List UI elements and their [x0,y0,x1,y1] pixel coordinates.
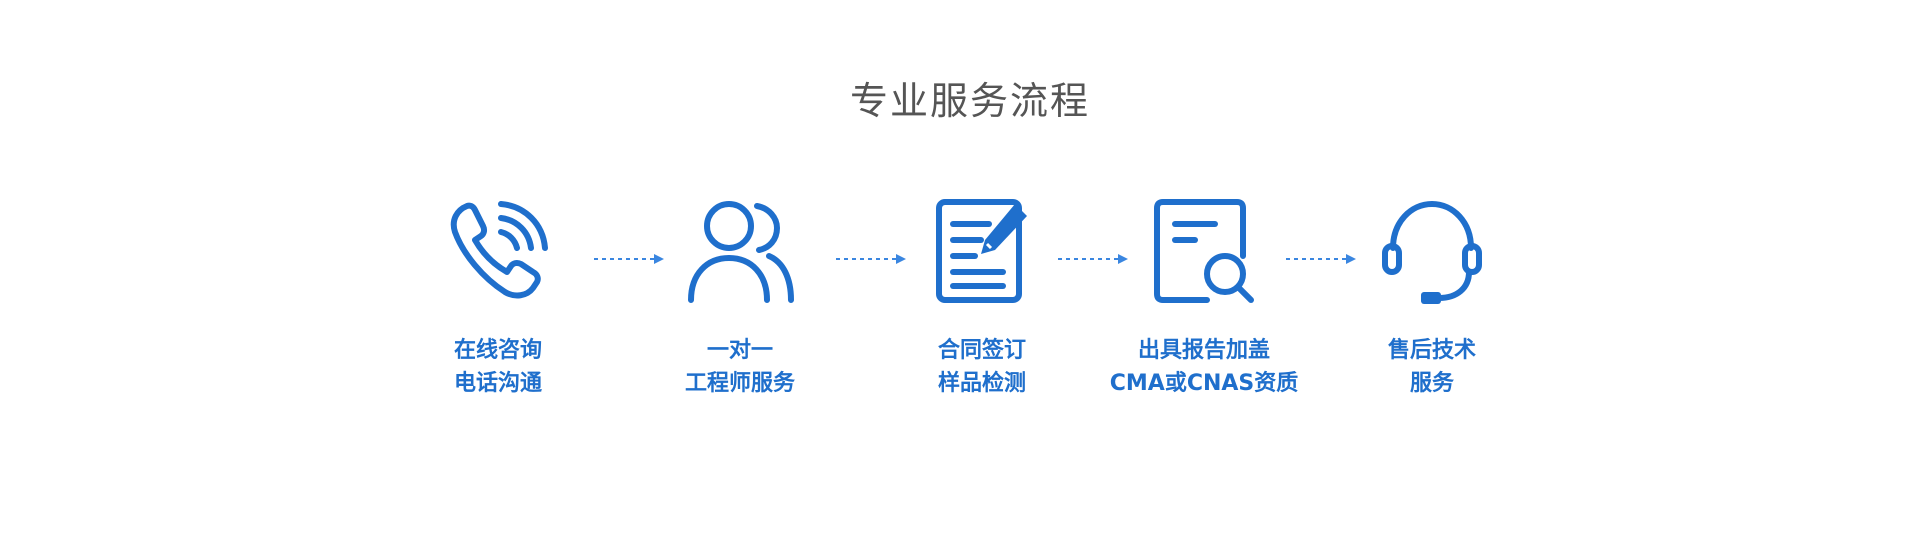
step-label: 在线咨询 电话沟通 [453,338,542,396]
step-one-on-one: 一对一 工程师服务 [620,196,860,400]
report-search-icon [1154,199,1254,303]
phone-icon [450,201,548,299]
step-label: 出具报告加盖 CMA或CNAS资质 [1109,338,1299,396]
dashed-arrow-icon [1058,254,1128,264]
headset-icon [1382,201,1482,304]
step-online-consult: 在线咨询 电话沟通 [378,196,618,400]
step-label: 一对一 工程师服务 [684,338,795,396]
section-title: 专业服务流程 [849,79,1090,123]
dashed-arrow-icon [836,254,906,264]
dashed-arrow-icon [594,254,664,264]
step-contract-sample: 合同签订 样品检测 [862,196,1102,400]
step-label: 合同签订 样品检测 [937,338,1026,396]
step-label: 售后技术 服务 [1387,338,1476,396]
users-icon [688,201,794,303]
dashed-arrow-icon [1286,254,1356,264]
step-report-certification: 出具报告加盖 CMA或CNAS资质 [1084,196,1324,400]
contract-edit-icon [936,199,1027,303]
step-after-sales: 售后技术 服务 [1312,196,1552,400]
